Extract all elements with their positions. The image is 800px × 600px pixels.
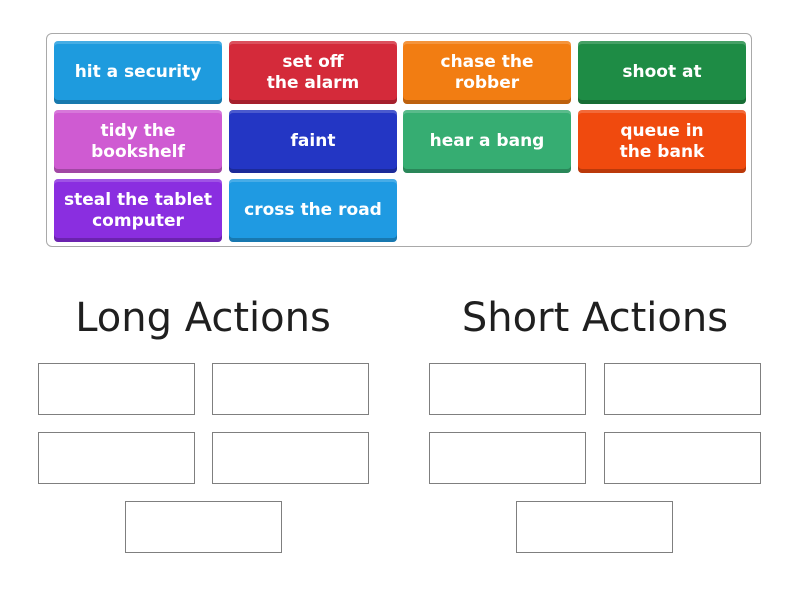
long-actions-slot-5[interactable] [125, 501, 282, 553]
tile-hear-a-bang[interactable]: hear a bang [403, 110, 571, 173]
tile-set-off-the-alarm[interactable]: set off the alarm [229, 41, 397, 104]
short-actions-slot-2[interactable] [604, 363, 761, 415]
group-title-long-actions: Long Actions [75, 295, 331, 341]
long-actions-slot-1[interactable] [38, 363, 195, 415]
short-actions-slot-5[interactable] [516, 501, 673, 553]
long-actions-slot-4[interactable] [212, 432, 369, 484]
tile-faint[interactable]: faint [229, 110, 397, 173]
tile-steal-the-tablet-computer[interactable]: steal the tablet computer [54, 179, 222, 242]
tile-cross-the-road[interactable]: cross the road [229, 179, 397, 242]
long-actions-slot-3[interactable] [38, 432, 195, 484]
tile-chase-the-robber[interactable]: chase the robber [403, 41, 571, 104]
long-actions-slot-2[interactable] [212, 363, 369, 415]
tile-tidy-the-bookshelf[interactable]: tidy the bookshelf [54, 110, 222, 173]
group-title-short-actions: Short Actions [461, 295, 729, 341]
tile-hit-a-security[interactable]: hit a security [54, 41, 222, 104]
short-actions-slot-4[interactable] [604, 432, 761, 484]
tile-shoot-at[interactable]: shoot at [578, 41, 746, 104]
word-bank-tray: hit a security set off the alarm chase t… [46, 33, 752, 247]
short-actions-slot-3[interactable] [429, 432, 586, 484]
short-actions-slot-1[interactable] [429, 363, 586, 415]
tile-queue-in-the-bank[interactable]: queue in the bank [578, 110, 746, 173]
